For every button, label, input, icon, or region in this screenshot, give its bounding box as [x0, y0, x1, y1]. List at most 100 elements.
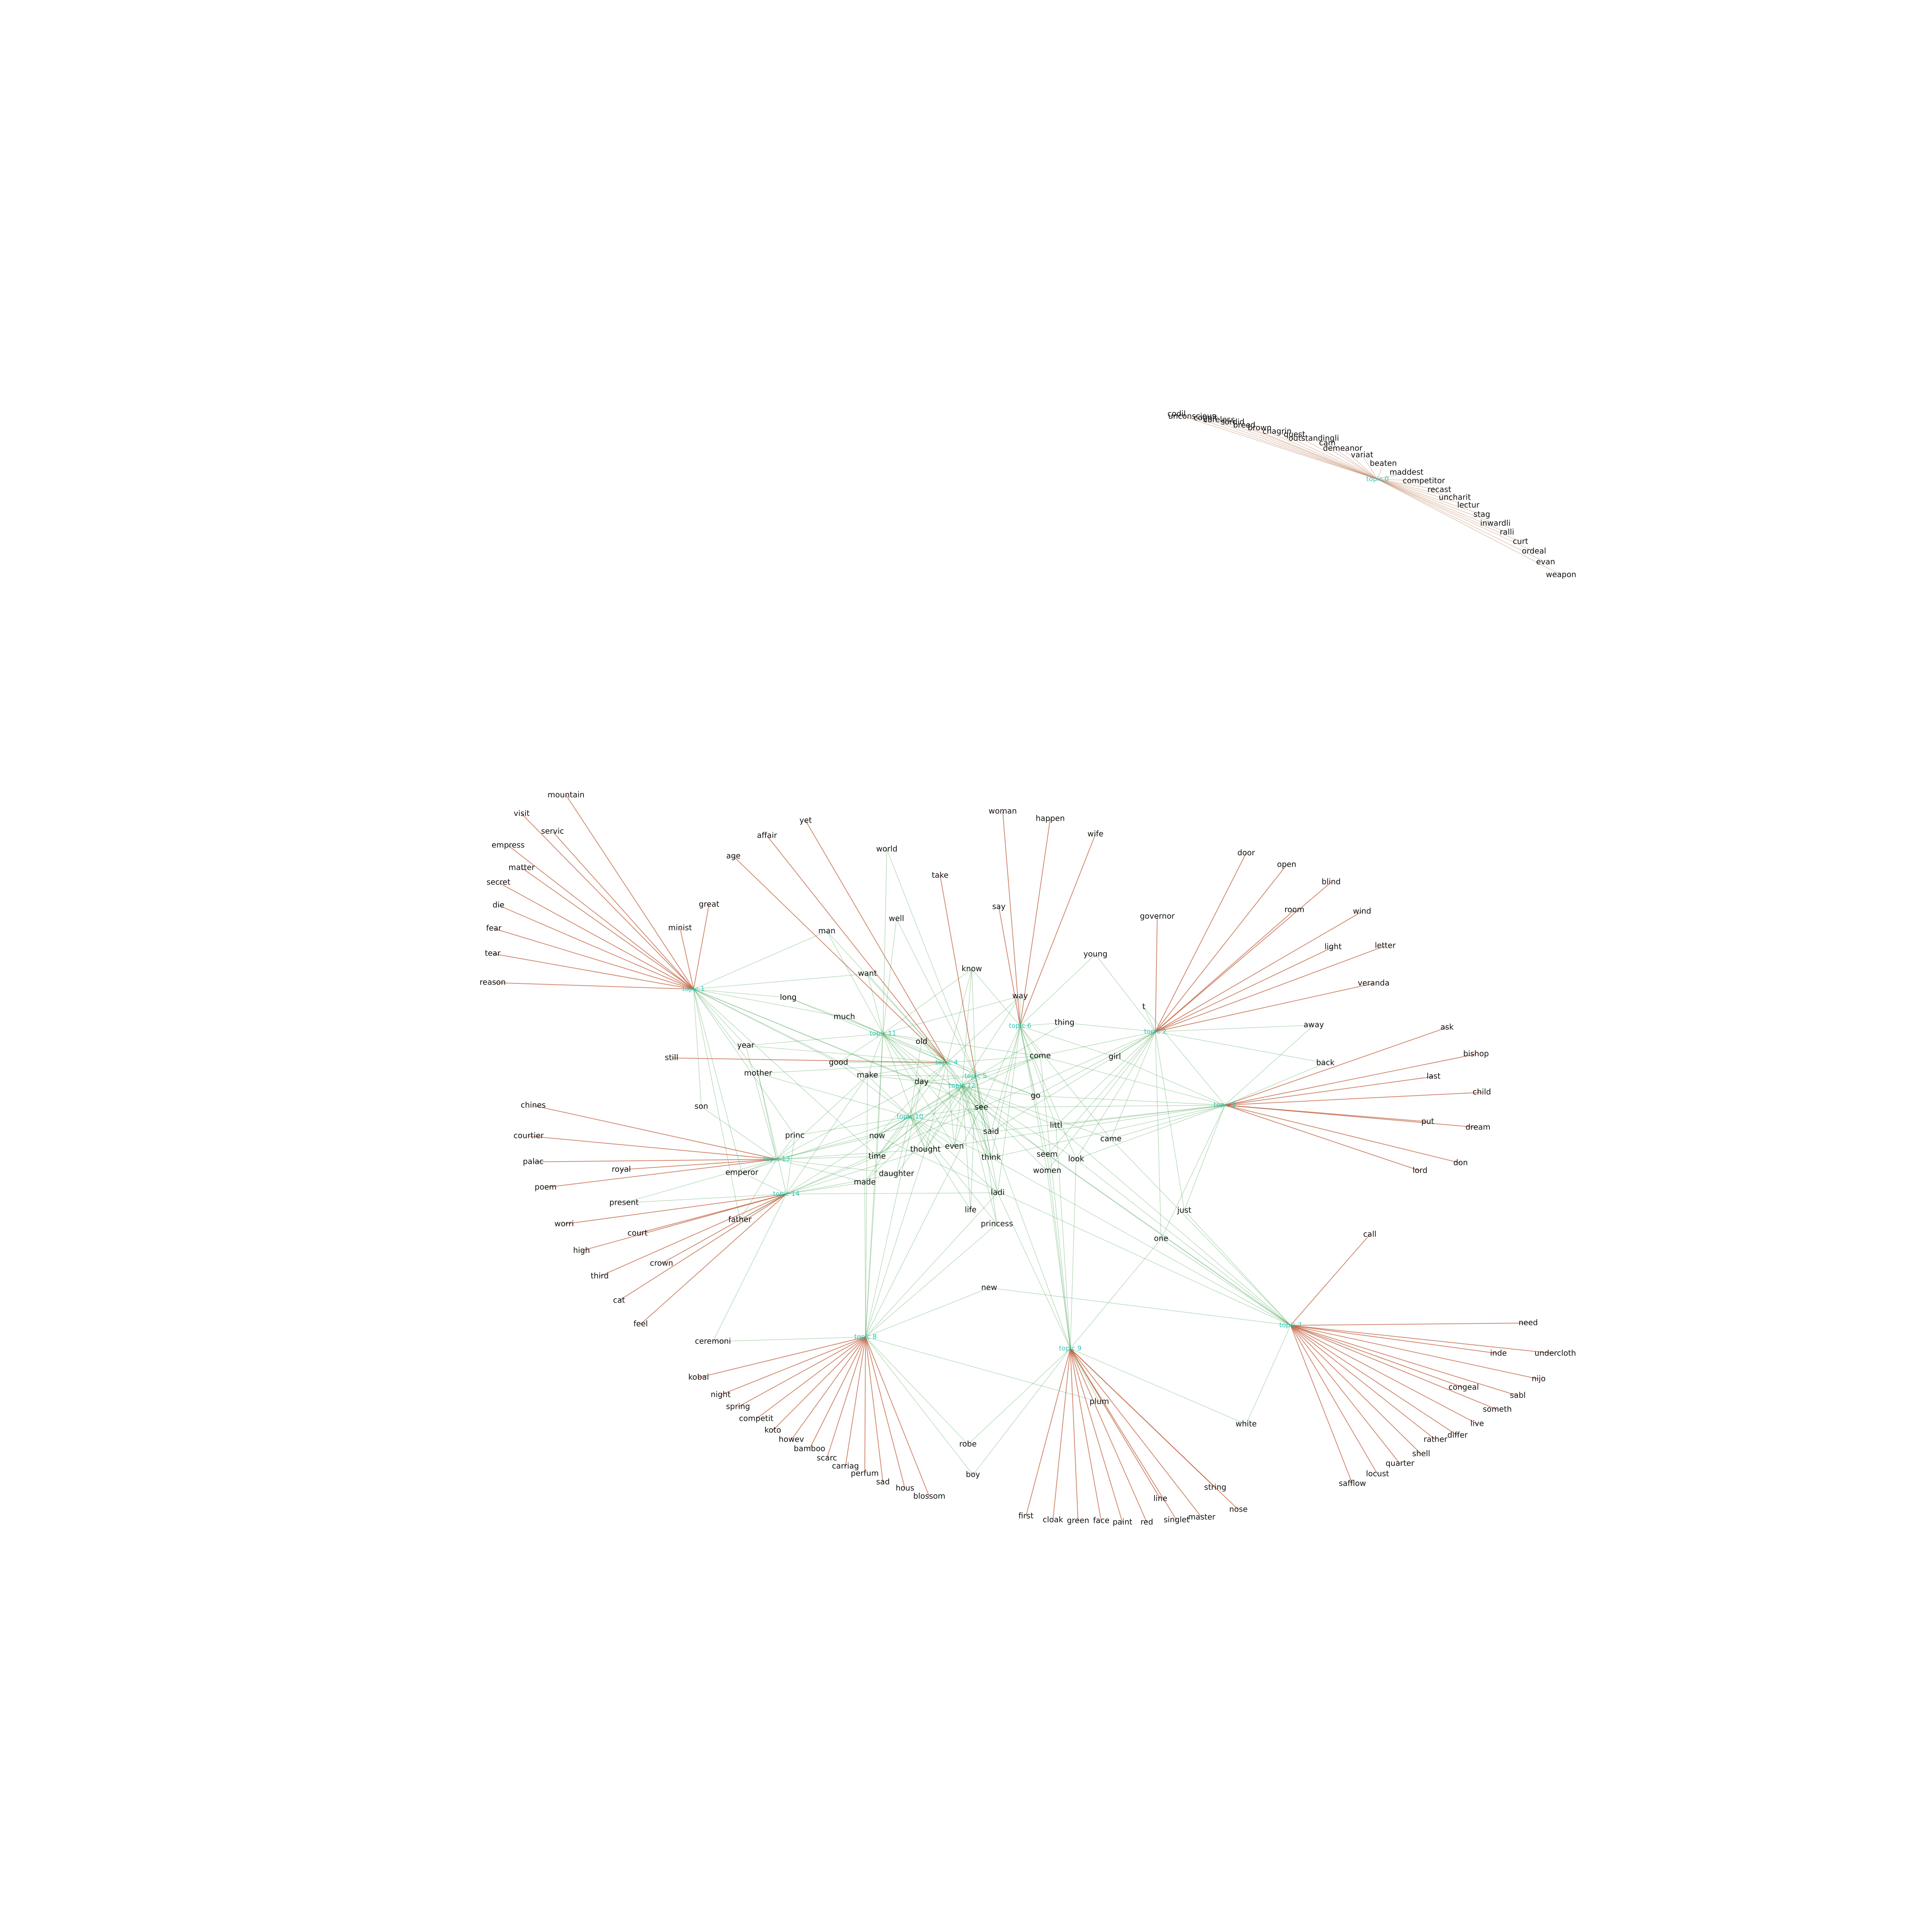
- term-node-time: time: [868, 1151, 886, 1161]
- edge-t7-seem: [1047, 1154, 1291, 1326]
- edge-t14-time: [786, 1156, 878, 1194]
- edge-t2-thing: [1064, 1022, 1156, 1032]
- edge-t4-yet: [805, 820, 947, 1063]
- term-node-stag: stag: [1473, 510, 1490, 519]
- edge-t1-fear: [493, 928, 694, 990]
- term-node-mother: mother: [744, 1068, 773, 1078]
- edge-t6-go: [1020, 1026, 1036, 1096]
- edge-t8-night: [720, 1337, 866, 1395]
- edge-t12-made: [864, 1085, 963, 1183]
- edge-t9-seem: [1047, 1154, 1071, 1349]
- term-node-beaten: beaten: [1370, 459, 1397, 468]
- edge-t6-look: [1020, 1026, 1077, 1160]
- edge-t9-cloak: [1053, 1348, 1071, 1520]
- term-node-third: third: [591, 1271, 609, 1281]
- edge-t4-day: [921, 1062, 947, 1082]
- term-node-first: first: [1018, 1511, 1033, 1520]
- term-node-ordeal: ordeal: [1522, 546, 1546, 556]
- edge-t8-scarc: [827, 1337, 866, 1459]
- term-node-hous: hous: [896, 1483, 914, 1493]
- edge-t10-princ: [794, 1116, 910, 1136]
- term-node-crown: crown: [650, 1259, 673, 1268]
- edge-t9-boy: [973, 1348, 1071, 1475]
- edge-t6-think: [991, 1026, 1020, 1158]
- term-node-last: last: [1427, 1071, 1440, 1081]
- edge-t5-now: [877, 1076, 976, 1136]
- edge-t13-thought: [776, 1149, 926, 1160]
- edge-t4-said: [946, 1062, 992, 1132]
- edge-t5-well: [896, 918, 976, 1077]
- edge-t11-year: [745, 1033, 883, 1046]
- term-node-know: know: [962, 964, 982, 973]
- term-node-veranda: veranda: [1358, 978, 1389, 988]
- edge-t10-mother: [758, 1073, 910, 1117]
- edge-t13-chines: [533, 1105, 777, 1160]
- term-node-singlet: singlet: [1163, 1515, 1189, 1524]
- edge-t3-girl: [1114, 1056, 1225, 1105]
- edge-t14-princ: [786, 1135, 795, 1194]
- edge-t11-said: [883, 1033, 992, 1132]
- term-node-perfum: perfum: [851, 1469, 879, 1478]
- term-node-brown: brown: [1248, 423, 1272, 432]
- edge-t7-shell: [1290, 1325, 1422, 1454]
- topic-node-t10: topic 10: [897, 1113, 923, 1121]
- edge-t13-made: [776, 1159, 865, 1183]
- term-node-lord: lord: [1413, 1166, 1427, 1175]
- term-node-open: open: [1277, 860, 1296, 869]
- edge-t9-master: [1070, 1348, 1202, 1518]
- edge-t10-day: [910, 1082, 922, 1117]
- edge-t4-now: [877, 1062, 947, 1136]
- edge-t11-go: [883, 1033, 1036, 1096]
- edge-t4-still: [671, 1058, 947, 1063]
- edge-t9-red: [1070, 1348, 1147, 1523]
- term-node-great: great: [699, 900, 719, 909]
- edge-t11-thought: [883, 1033, 926, 1150]
- edge-t4-want: [867, 973, 947, 1063]
- term-node-door: door: [1237, 848, 1255, 857]
- term-node-young: young: [1083, 949, 1107, 959]
- term-node-die: die: [493, 900, 505, 910]
- term-node-minist: minist: [668, 923, 692, 932]
- term-node-recast: recast: [1427, 485, 1451, 494]
- edge-t6-came: [1020, 1026, 1111, 1139]
- edge-t6-young: [1020, 954, 1096, 1026]
- edge-t7-locust: [1290, 1325, 1378, 1475]
- term-node-sabl: sabl: [1510, 1391, 1526, 1400]
- edge-t7-think: [991, 1157, 1291, 1326]
- term-node-matter: matter: [509, 863, 535, 872]
- term-node-ask: ask: [1440, 1022, 1454, 1032]
- edge-t1-tear: [492, 953, 694, 990]
- edge-t5-think: [975, 1076, 992, 1158]
- term-node-light: light: [1325, 942, 1342, 951]
- edge-t13-present: [624, 1159, 777, 1203]
- edge-t10-said: [910, 1116, 992, 1132]
- edge-t12-came: [962, 1085, 1111, 1139]
- edge-t14-feel: [640, 1194, 787, 1325]
- edge-t14-made: [786, 1182, 865, 1194]
- edge-t2-said: [991, 1031, 1156, 1132]
- edge-t2-governor: [1155, 916, 1158, 1032]
- term-node-careless: careless: [1203, 415, 1235, 424]
- term-node-face: face: [1093, 1516, 1110, 1525]
- edge-t9-ladi: [997, 1192, 1071, 1349]
- term-node-bishop: bishop: [1463, 1049, 1489, 1058]
- term-node-boy: boy: [966, 1470, 980, 1479]
- edge-t6-woman: [1002, 811, 1020, 1026]
- term-node-poem: poem: [535, 1182, 557, 1192]
- term-node-father: father: [728, 1215, 752, 1224]
- topic-node-t9: topic 9: [1059, 1345, 1082, 1352]
- term-node-look: look: [1068, 1154, 1084, 1163]
- edge-t1-son: [693, 989, 702, 1107]
- edge-t10-ladi: [910, 1116, 998, 1193]
- edge-t3-bishop: [1225, 1054, 1476, 1105]
- edge-t2-blind: [1155, 882, 1332, 1032]
- edge-t8-day: [865, 1082, 922, 1337]
- term-node-secret: secret: [486, 878, 510, 887]
- term-node-cam: cam: [1319, 438, 1336, 447]
- edge-t2-t: [1143, 1007, 1156, 1032]
- term-node-princ: princ: [785, 1131, 804, 1140]
- edge-t7-differ: [1290, 1325, 1458, 1436]
- edge-t4-come: [946, 1056, 1041, 1063]
- edge-t8-koto: [772, 1337, 866, 1431]
- topic-node-t0: topic 0: [1366, 475, 1389, 483]
